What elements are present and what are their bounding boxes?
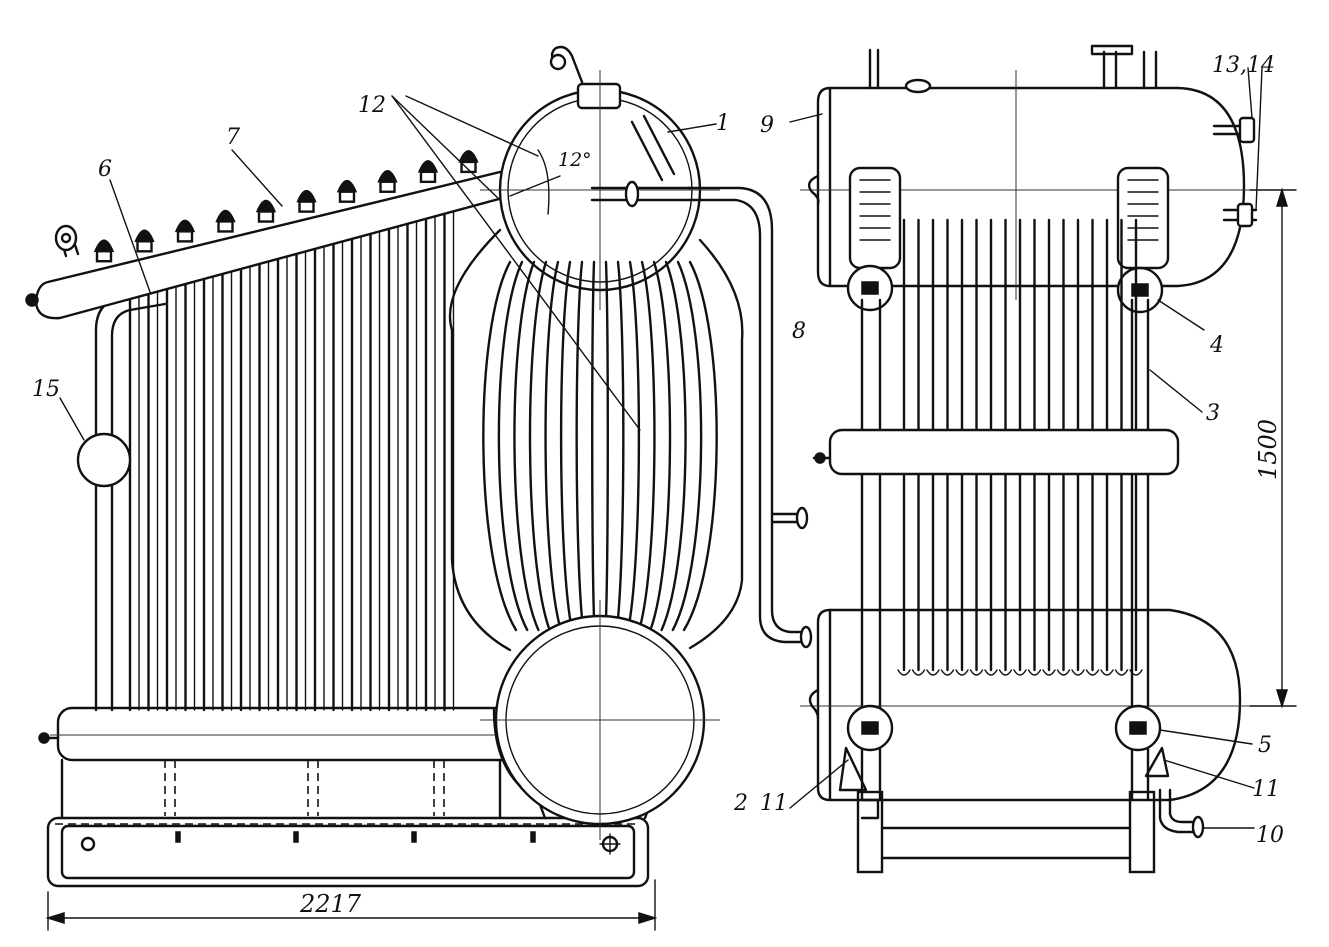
top-drum (480, 45, 720, 310)
valve (296, 189, 317, 203)
front-tube-end (940, 669, 955, 676)
connecting-tube (575, 260, 585, 632)
dimension-width-text: 2217 (299, 890, 362, 918)
connecting-tube (559, 260, 574, 632)
pipe-8 (686, 186, 813, 649)
valve (134, 229, 155, 243)
connecting-tube (671, 260, 703, 632)
connecting-tube (513, 260, 540, 632)
front-tube-end (1100, 669, 1114, 676)
middle-header (812, 428, 1180, 476)
front-tube-end (1027, 669, 1042, 676)
outer-tube-right (688, 238, 744, 650)
valve-body (95, 250, 113, 263)
connecting-tube (615, 260, 625, 632)
valve-body (217, 220, 234, 233)
leader-lines-left (59, 95, 717, 441)
front-frame (856, 790, 1156, 874)
front-tube-end (1042, 669, 1056, 676)
front-tube-end (969, 669, 984, 676)
valve-body (419, 170, 437, 184)
valve (458, 150, 479, 163)
connecting-tube (660, 260, 687, 632)
label-13-14: 13,14 (1212, 53, 1275, 78)
connecting-tube (591, 260, 596, 632)
valve-body (460, 160, 477, 174)
valve (255, 199, 277, 213)
bottom-drum (480, 600, 720, 840)
front-tube-end (1114, 669, 1129, 676)
front-tube-end (998, 669, 1013, 676)
front-tube-end (926, 669, 940, 676)
boiler-side-view (25, 45, 813, 931)
label-6: 6 (98, 157, 112, 182)
valve (174, 219, 196, 233)
front-tube-end (911, 669, 926, 676)
downcomer-pipe (76, 288, 167, 712)
label-4: 4 (1209, 333, 1224, 358)
label-1: 1 (716, 111, 730, 136)
valve (377, 170, 398, 183)
vessel-15 (76, 432, 132, 488)
label-2: 2 (733, 791, 748, 816)
connecting-tube (682, 260, 718, 632)
front-tube-end (984, 669, 998, 676)
label-8: 8 (792, 319, 806, 344)
label-7: 7 (226, 125, 240, 150)
label-3: 3 (1206, 401, 1220, 426)
connecting-tube (482, 260, 518, 632)
label-11-right: 11 (1252, 777, 1280, 802)
valve-body (257, 210, 275, 223)
outer-tube-left (448, 228, 512, 652)
label-11-left: 11 (760, 791, 788, 816)
upper-header-brackets (846, 166, 1170, 314)
valve-body (338, 190, 356, 203)
connecting-tube (544, 260, 562, 632)
connecting-tube (649, 260, 672, 632)
dimension-height-text: 1500 (1254, 419, 1282, 480)
valve (336, 179, 358, 193)
connecting-tube (528, 260, 551, 632)
label-9: 9 (760, 113, 774, 138)
front-tube-end (1085, 669, 1100, 676)
side-tube-bank (128, 203, 455, 712)
label-angle: 12° (558, 149, 592, 171)
label-5: 5 (1258, 733, 1272, 758)
valve-body (298, 200, 315, 213)
valve-row (93, 150, 479, 263)
valve (93, 239, 115, 252)
front-tube-end (1056, 669, 1071, 676)
front-tube-bank (860, 218, 1150, 802)
valve-body (136, 240, 153, 253)
connecting-tube (638, 260, 656, 632)
labels: 1 2 3 4 5 6 7 8 9 10 11 11 12 13,14 15 1… (32, 53, 1284, 918)
connecting-tube (626, 260, 641, 632)
front-tube-end (897, 669, 911, 676)
valve-body (176, 230, 194, 243)
valve (417, 160, 439, 173)
connecting-tube-bank (448, 228, 744, 652)
connecting-tube (497, 260, 529, 632)
label-12: 12 (358, 93, 386, 118)
height-dimension (1249, 187, 1297, 709)
front-tube-end (1013, 669, 1027, 676)
valve (215, 209, 236, 223)
front-tube-end (955, 669, 969, 676)
boiler-front-view (789, 44, 1297, 874)
connecting-tube (604, 260, 609, 632)
base-frame (46, 816, 650, 888)
leader-lines-right (789, 67, 1263, 829)
lower-side-header (38, 706, 520, 762)
front-tube-end (1071, 669, 1085, 676)
lower-shell (800, 608, 1290, 839)
label-15: 15 (32, 377, 60, 402)
label-10: 10 (1256, 823, 1284, 848)
valve-body (379, 180, 396, 193)
width-dimension (45, 879, 658, 931)
